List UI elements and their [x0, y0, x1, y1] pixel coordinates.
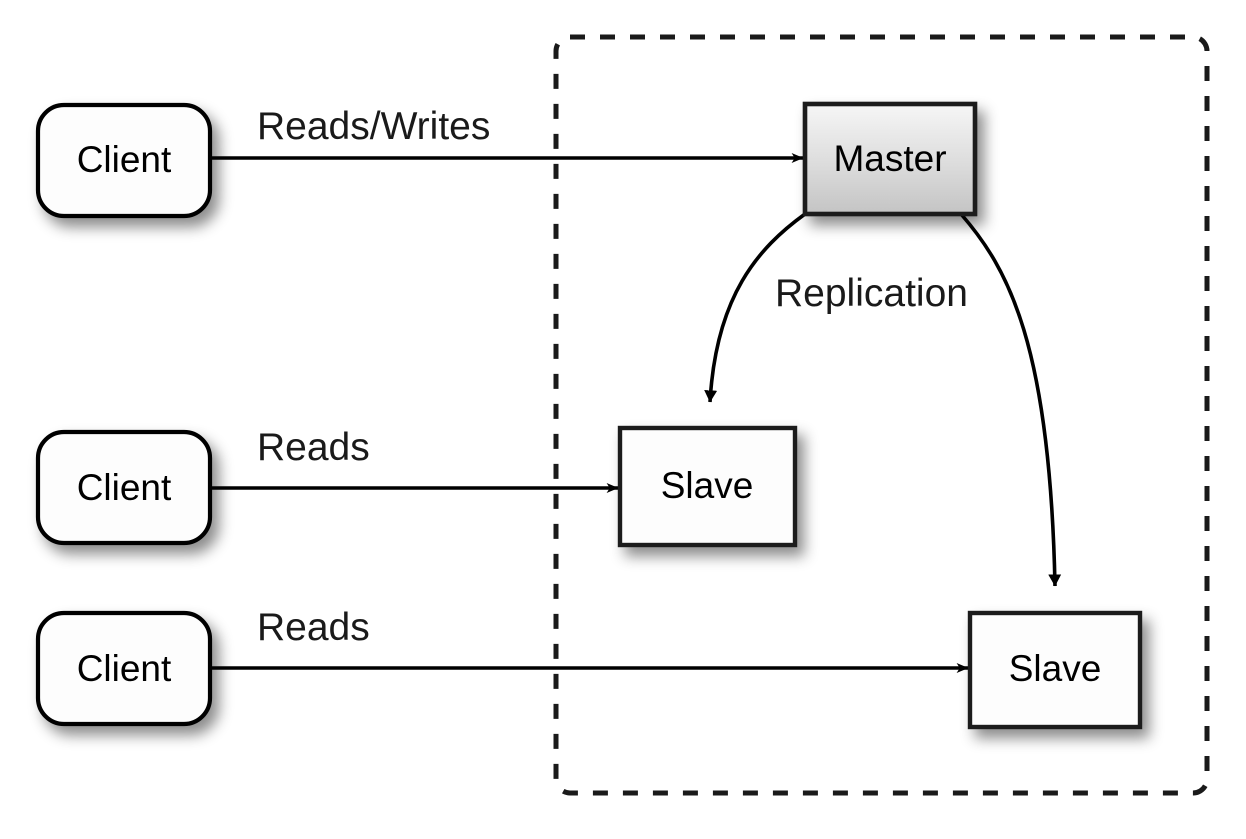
node-client-1[interactable]: Client — [35, 102, 213, 219]
slave-2-box — [967, 610, 1143, 730]
datastore-boundary — [553, 34, 1210, 796]
client-2-label: Client — [77, 467, 172, 508]
edge-label-reads-slave1: Reads — [257, 426, 370, 469]
master-box — [802, 101, 978, 217]
slave-1-label: Slave — [661, 465, 754, 506]
node-master[interactable]: Master — [802, 101, 978, 217]
edge-label-replication: Replication — [775, 272, 968, 315]
client-1-box — [35, 102, 213, 219]
edge-label-reads-writes: Reads/Writes — [257, 105, 490, 148]
node-slave-1[interactable]: Slave — [617, 425, 798, 548]
node-slave-2[interactable]: Slave — [967, 610, 1143, 730]
master-label: Master — [833, 138, 946, 179]
slave-1-box — [617, 425, 798, 548]
node-client-2[interactable]: Client — [35, 429, 213, 546]
edge-label-reads-slave2: Reads — [257, 606, 370, 649]
client-1-label: Client — [77, 139, 172, 180]
node-client-3[interactable]: Client — [35, 610, 213, 727]
slave-2-label: Slave — [1009, 648, 1102, 689]
client-3-box — [35, 610, 213, 727]
connector-master-slave1 — [704, 212, 807, 403]
connector-master-slave2 — [959, 212, 1062, 587]
client-3-label: Client — [77, 648, 172, 689]
client-2-box — [35, 429, 213, 546]
